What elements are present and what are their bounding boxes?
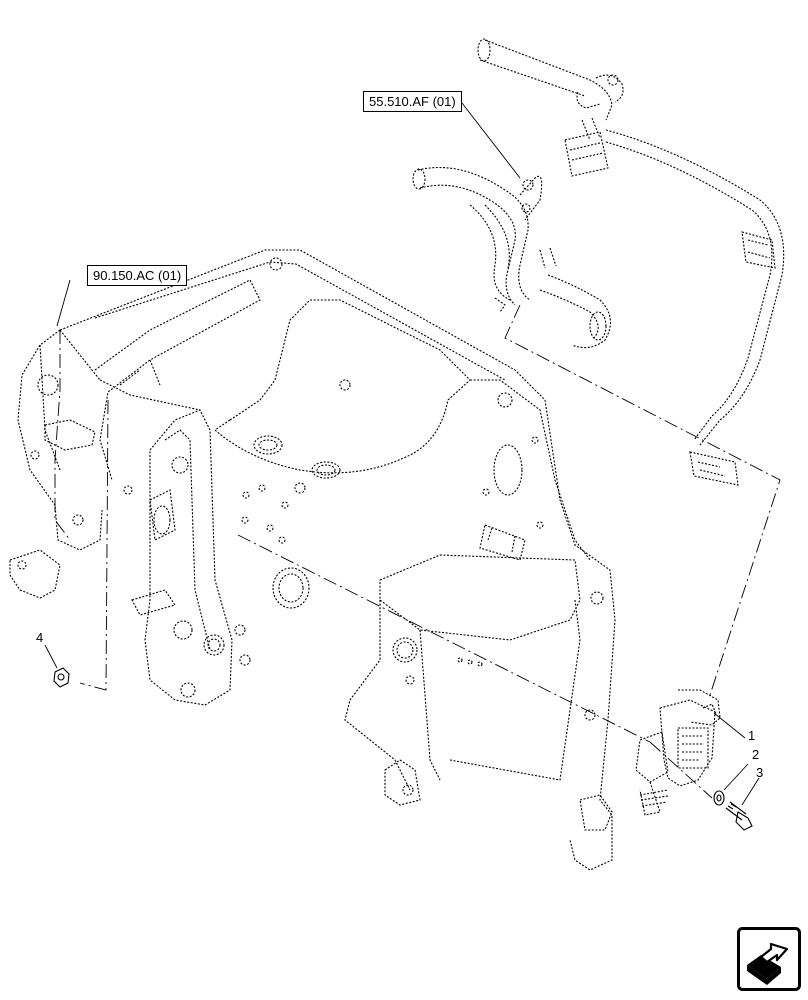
loader-frame	[9, 249, 616, 871]
hydraulic-hose-assembly	[412, 38, 785, 486]
sensor-switch	[635, 689, 721, 816]
callout-4: 4	[36, 630, 44, 645]
callout-1: 1	[748, 728, 756, 743]
callout-3: 3	[756, 765, 764, 780]
bolt	[725, 801, 753, 831]
callout-2: 2	[752, 747, 760, 762]
reference-label-55-510-af[interactable]: 55.510.AF (01)	[363, 91, 462, 112]
next-page-arrow-icon[interactable]	[737, 927, 801, 991]
callout-leaders	[44, 102, 760, 806]
nut	[53, 667, 70, 688]
washer	[713, 790, 725, 806]
reference-label-90-150-ac[interactable]: 90.150.AC (01)	[87, 265, 188, 286]
leader-lines	[54, 304, 781, 799]
